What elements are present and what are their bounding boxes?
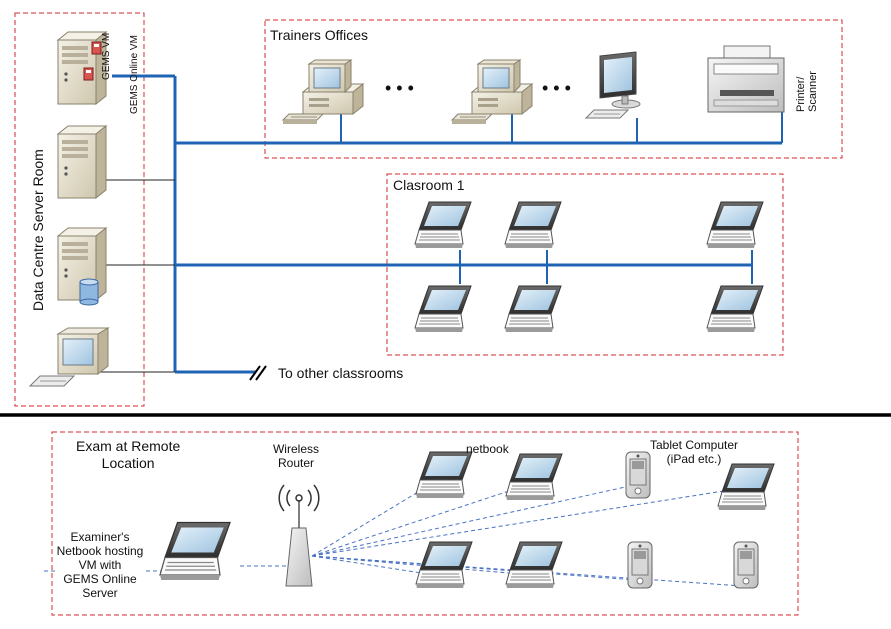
classroom-laptop-6-icon	[706, 285, 764, 333]
admin-pc-icon	[57, 327, 109, 375]
printer-label: Printer/ Scanner	[795, 71, 819, 112]
classroom-laptop-2-icon	[504, 201, 562, 249]
gems-online-vm-label: GEMS Online VM	[129, 35, 140, 114]
tablet-label-line-2: (iPad etc.)	[666, 452, 722, 466]
tablet-label: Tablet Computer (iPad etc.)	[638, 438, 750, 466]
printer-label-line-2: Scanner	[807, 71, 819, 112]
keyboard-icon	[28, 375, 76, 387]
examiner-netbook-icon	[159, 521, 231, 581]
router-label-line-1: Wireless	[272, 442, 319, 456]
gems-vm-label: GEMS VM	[101, 32, 112, 80]
netbook-label: netbook	[466, 442, 509, 456]
printer-scanner-icon	[707, 45, 785, 113]
trainers-zone	[264, 19, 843, 159]
database-icon	[79, 278, 99, 306]
printer-label-line-1: Printer/	[795, 76, 807, 112]
remote-title-line-2: Location	[101, 455, 155, 471]
ellipsis-2: • • •	[542, 78, 571, 98]
server-links	[96, 179, 175, 373]
netbook-5-icon	[717, 463, 775, 511]
examiner-label-line-3: VM with	[78, 558, 122, 572]
classroom-laptop-3-icon	[706, 201, 764, 249]
netbook-2-icon	[505, 453, 563, 501]
tablet-2-icon	[627, 541, 653, 589]
datacentre-title: Data Centre Server Room	[30, 149, 46, 311]
classroom-laptop-5-icon	[504, 285, 562, 333]
examiner-label-line-1: Examiner's	[70, 530, 130, 544]
ellipsis-1: • • •	[385, 78, 414, 98]
trainer-flat-pc-icon	[585, 51, 641, 119]
classroom-laptop-4-icon	[414, 285, 472, 333]
examiner-label: Examiner's Netbook hosting VM with GEMS …	[50, 530, 150, 600]
wireless-router-icon	[278, 484, 320, 587]
classroom-laptop-1-icon	[414, 201, 472, 249]
backbone-links	[112, 74, 782, 374]
tablet-label-line-1: Tablet Computer	[649, 438, 739, 452]
trainer-pc-1-icon	[282, 59, 364, 125]
remote-title: Exam at Remote Location	[76, 438, 180, 472]
netbook-3-icon	[415, 541, 473, 589]
router-label: Wireless Router	[266, 442, 326, 470]
netbook-1-icon	[415, 451, 473, 499]
drop-links	[340, 110, 783, 284]
examiner-label-line-4: GEMS Online	[63, 572, 137, 586]
examiner-label-line-5: Server	[82, 586, 118, 600]
netbook-4-icon	[505, 541, 563, 589]
examiner-label-line-2: Netbook hosting	[56, 544, 144, 558]
zone-borders	[14, 12, 843, 616]
tablet-3-icon	[733, 541, 759, 589]
other-classrooms-label: To other classrooms	[278, 365, 404, 381]
server-2-icon	[57, 125, 107, 199]
vm-badge-icon	[83, 41, 102, 81]
break-mark	[249, 365, 267, 381]
wireless-links	[44, 485, 743, 587]
trainer-pc-2-icon	[451, 59, 533, 125]
datacentre-zone	[14, 12, 145, 407]
remote-title-line-1: Exam at Remote	[76, 438, 181, 454]
trainers-title: Trainers Offices	[270, 27, 369, 43]
classroom-title: Clasroom 1	[393, 177, 465, 193]
router-label-line-2: Router	[277, 456, 315, 470]
remote-zone	[51, 431, 799, 616]
